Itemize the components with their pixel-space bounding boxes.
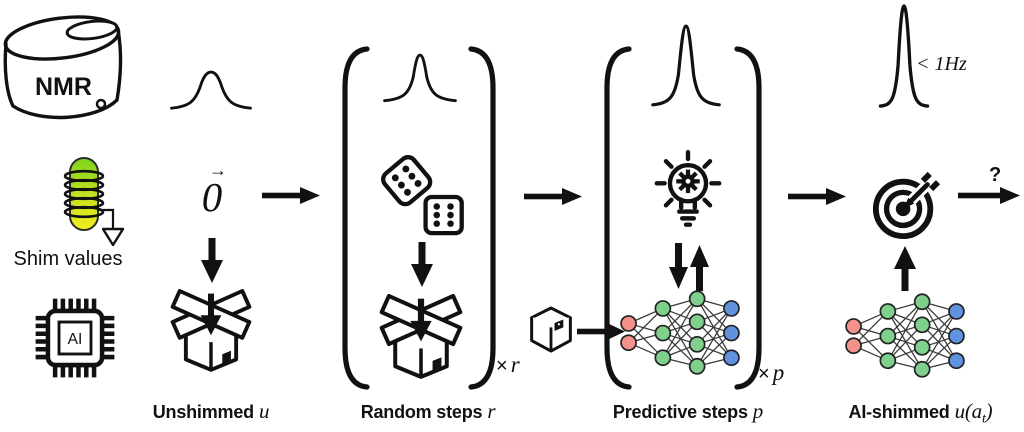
left-bracket-icon — [604, 46, 632, 390]
exchange-arrows-icon — [669, 243, 709, 291]
closed-box-icon — [530, 306, 572, 353]
lightbulb-gear-icon — [654, 149, 722, 227]
open-box-arrow-in-icon — [379, 293, 463, 379]
vector-zero-value: 0 — [201, 174, 223, 220]
ai-chip-icon: AI — [35, 298, 115, 378]
narrow-peak-icon — [878, 4, 930, 108]
box-input-arrow-icon — [577, 323, 625, 340]
zero-vector: → 0 — [191, 160, 233, 220]
target-dart-icon — [872, 171, 941, 240]
left-bracket-icon — [342, 46, 370, 390]
flow-arrow-icon — [262, 187, 320, 204]
down-arrow-icon — [411, 242, 433, 287]
right-bracket-icon — [734, 46, 762, 390]
predictive-multiplier: ×p — [758, 360, 785, 385]
neural-network-icon — [845, 293, 965, 378]
vector-arrow-glyph: → — [209, 160, 227, 180]
question-arrow-icon — [958, 187, 1020, 204]
nmr-magnet-icon: NMR — [3, 15, 123, 120]
question-mark: ? — [989, 164, 1002, 186]
medium-peak-icon — [383, 53, 457, 103]
broad-peak-icon — [170, 70, 252, 110]
shim-values-label: Shim values — [13, 248, 123, 270]
svg-text:NMR: NMR — [35, 73, 92, 101]
random-multiplier: ×r — [496, 352, 520, 377]
down-arrow-icon — [201, 238, 223, 283]
dice-icon — [381, 155, 464, 236]
flow-arrow-icon — [788, 188, 846, 205]
neural-network-icon — [620, 290, 740, 375]
shim-coil-icon — [63, 157, 125, 247]
svg-text:AI: AI — [68, 331, 83, 348]
flow-arrow-icon — [524, 188, 582, 205]
open-box-arrow-in-icon — [170, 289, 252, 372]
up-arrow-icon — [894, 246, 916, 291]
sharp-peak-icon — [651, 24, 721, 107]
right-bracket-icon — [468, 46, 496, 390]
linewidth-annotation: < 1Hz — [916, 53, 967, 75]
